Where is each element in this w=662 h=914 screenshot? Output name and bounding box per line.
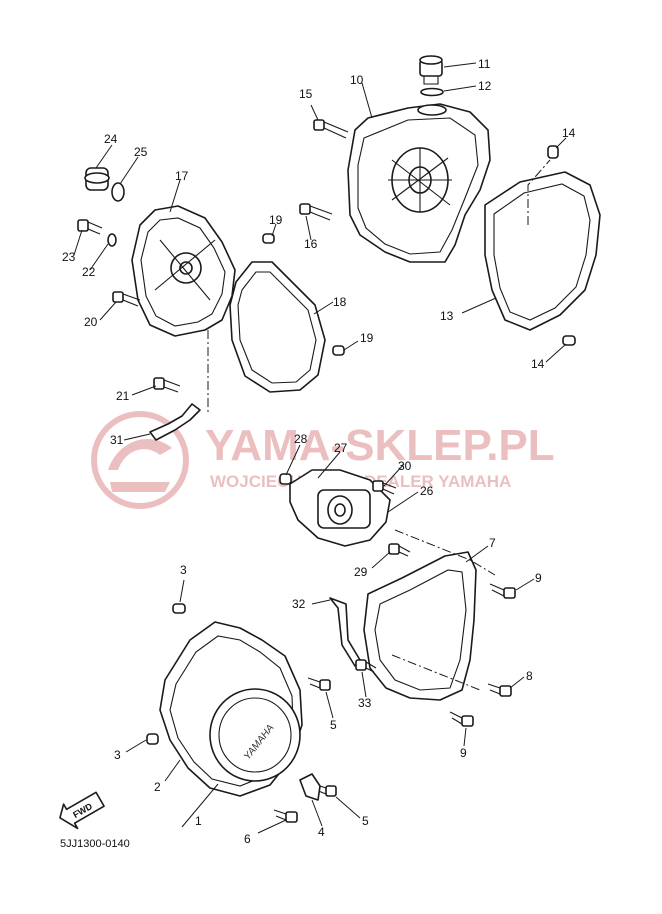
bolt-9-top: [489, 583, 516, 599]
alignment-lines: [207, 159, 551, 691]
callout-15: 15: [299, 87, 313, 101]
bracket-32: [329, 597, 361, 667]
callout-10: 10: [350, 73, 364, 87]
crankcase-cover-10: [347, 103, 491, 263]
callout-32: 32: [292, 597, 306, 611]
washer-22: [107, 233, 117, 247]
callout-19-bottom: 19: [360, 331, 374, 345]
callout-19-top: 19: [269, 213, 283, 227]
clamp-4: [299, 773, 321, 801]
callout-23: 23: [62, 250, 76, 264]
oil-filler-cap-11: [419, 55, 443, 85]
callout-29: 29: [354, 565, 368, 579]
bolt-23: [77, 219, 103, 235]
callout-14-top: 14: [562, 126, 576, 140]
callout-17: 17: [175, 169, 189, 183]
dowel-pin-14-top: [547, 145, 559, 159]
bolt-15: [313, 119, 349, 139]
bolt-6: [273, 809, 298, 823]
callout-27: 27: [334, 441, 348, 455]
leader-lines: [73, 62, 567, 834]
callout-25: 25: [134, 145, 148, 159]
bolt-30: [372, 480, 397, 495]
watermark-title: YAMA-SKLEP.PL: [205, 421, 555, 470]
callout-1: 1: [195, 814, 202, 828]
callout-6: 6: [244, 832, 251, 846]
callout-31: 31: [110, 433, 124, 447]
callout-5-upper: 5: [330, 718, 337, 732]
bolt-29: [388, 543, 411, 557]
callout-7: 7: [489, 536, 496, 550]
gasket-13: [484, 171, 601, 331]
bolt-5-upper: [307, 677, 331, 691]
callout-2: 2: [154, 780, 161, 794]
dowel-pin-19-bottom: [332, 345, 345, 356]
callout-21: 21: [116, 389, 130, 403]
dowel-pin-14-bottom: [562, 335, 576, 346]
callout-26: 26: [420, 484, 434, 498]
crankcase-cover-1: YAMAHA: [159, 621, 303, 797]
callout-20: 20: [84, 315, 98, 329]
callout-24: 24: [104, 132, 118, 146]
callout-16: 16: [304, 237, 318, 251]
pin-28: [279, 473, 292, 485]
dowel-pin-3-top: [172, 603, 186, 614]
dowel-pin-3-left: [146, 733, 159, 745]
guard-7: [363, 551, 477, 701]
callout-30: 30: [398, 459, 412, 473]
callout-13: 13: [440, 309, 454, 323]
callout-9-top: 9: [535, 571, 542, 585]
bolt-9-bottom: [449, 711, 474, 727]
callout-8: 8: [526, 669, 533, 683]
dowel-pin-19-top: [262, 233, 275, 244]
callout-22: 22: [82, 265, 96, 279]
callout-18: 18: [333, 295, 347, 309]
watermark-logo: [91, 411, 189, 509]
callout-labels: 1 2 3 3 4 5 5 6 7 8 9 9 10 11 12 13 14 1…: [62, 57, 576, 846]
o-ring-12: [420, 87, 444, 97]
o-ring-25: [111, 182, 125, 202]
callout-4: 4: [318, 825, 325, 839]
bracket-31: [149, 403, 201, 441]
callout-5-lower: 5: [362, 814, 369, 828]
callout-3-top: 3: [180, 563, 187, 577]
callout-12: 12: [478, 79, 492, 93]
cover-17: [131, 205, 236, 337]
callout-3-left: 3: [114, 748, 121, 762]
bolt-20: [112, 291, 141, 307]
diagram-code: 5JJ1300-0140: [60, 838, 130, 850]
callout-14-bottom: 14: [531, 357, 545, 371]
callout-33: 33: [358, 696, 372, 710]
bolt-33: [355, 659, 377, 673]
fwd-arrow: FWD: [59, 791, 105, 830]
callout-28: 28: [294, 432, 308, 446]
gasket-18: [229, 261, 326, 393]
callout-11: 11: [478, 57, 491, 71]
bolt-21: [153, 377, 181, 393]
callout-9-bottom: 9: [460, 746, 467, 760]
plug-24: [84, 167, 110, 191]
sensor-assembly-26: [289, 469, 391, 547]
bolt-8: [487, 683, 512, 697]
bolt-16: [299, 203, 333, 221]
